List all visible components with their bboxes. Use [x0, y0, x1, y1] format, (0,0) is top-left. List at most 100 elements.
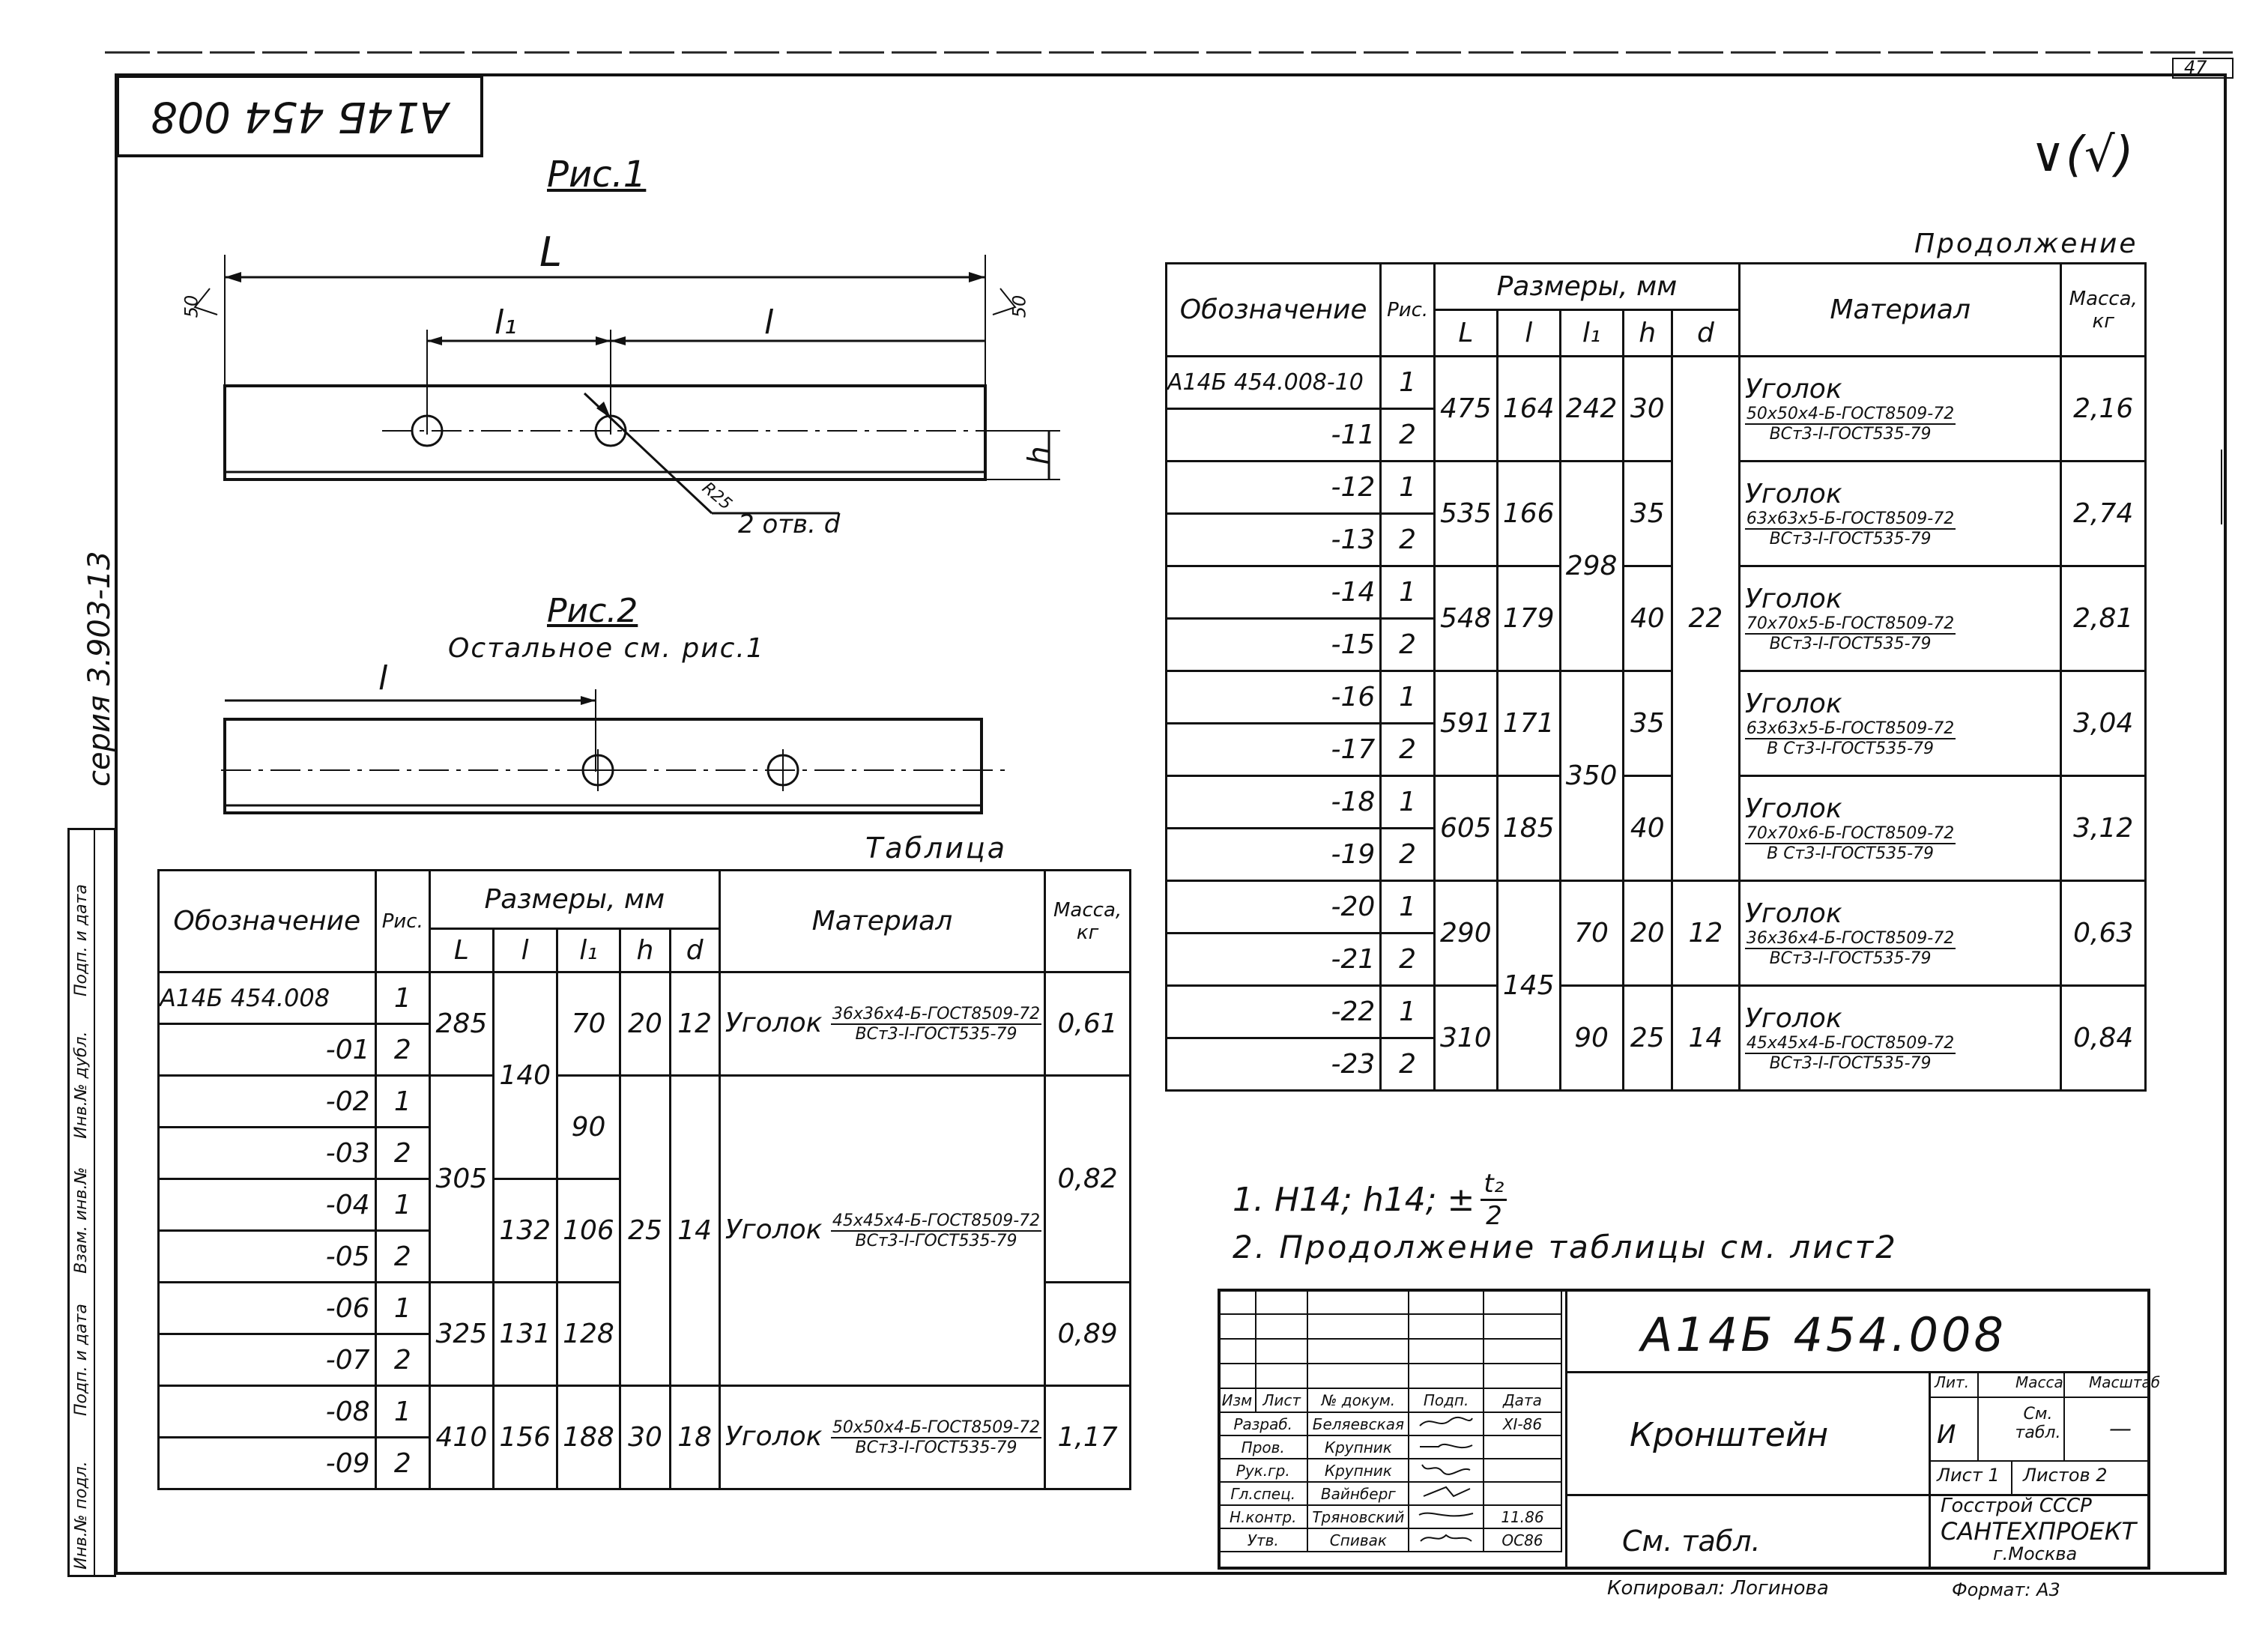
table2-cell-l: 179	[1495, 565, 1561, 672]
tb-col-list: Лист	[1254, 1388, 1309, 1413]
tb-person: Крупник	[1307, 1435, 1410, 1459]
table2-header-L: L	[1433, 309, 1498, 357]
tb-role: Утв.	[1217, 1528, 1309, 1552]
material-prefix: Уголок	[1744, 793, 1842, 824]
material-prefix: Уголок	[725, 1420, 823, 1452]
table2-cell-mass: 3,12	[2060, 775, 2147, 882]
table2-cell-mass: 0,63	[2060, 880, 2147, 987]
table2-cell-mass: 2,81	[2060, 565, 2147, 672]
tb-doc-number: А14Б 454.008	[1641, 1307, 2006, 1362]
table2-cell-l: 185	[1495, 775, 1561, 882]
table2-cell-l: 166	[1495, 460, 1561, 567]
table1-cell-l: 132	[492, 1178, 558, 1283]
table1-cell-L: 285	[428, 971, 495, 1077]
table2-header-material: Материал	[1738, 262, 2063, 357]
table1-cell-d: 12	[668, 971, 721, 1077]
table2-cell-l: 164	[1495, 355, 1561, 462]
table2-cell-h: 35	[1621, 460, 1673, 567]
table1-cell-L: 305	[428, 1074, 495, 1283]
tb-role: Гл.спец.	[1217, 1481, 1309, 1506]
table2-cell-mass: 0,84	[2060, 984, 2147, 1092]
tb-person: Крупник	[1307, 1458, 1410, 1483]
table-row: -16	[1164, 670, 1382, 724]
table1-fig-cell: 2	[374, 1436, 431, 1490]
table2-cell-l: 145	[1495, 880, 1561, 1092]
table-row: А14Б 454.008-10	[1164, 355, 1382, 410]
tb-scale-label: Масштаб	[2089, 1373, 2161, 1391]
material-prefix: Уголок	[725, 1214, 823, 1245]
title-block-signatures: Изм Лист № докум. Подп. Дата Разраб. Бел…	[1217, 1289, 1563, 1552]
tb-person: Беляевская	[1307, 1412, 1410, 1436]
table2-header-l1: l₁	[1558, 309, 1624, 357]
table2-header-l: l	[1495, 309, 1561, 357]
table2-cell-h: 20	[1621, 880, 1673, 987]
table-row: -03	[157, 1126, 377, 1180]
doc-code-stamp: А14Б 454 008	[116, 75, 483, 157]
material-profile: 45x45x4-Б-ГОСТ8509-72	[830, 1211, 1042, 1232]
note-2: 2. Продолжение таблицы см. лист2	[1233, 1229, 1898, 1265]
material-profile: 63x63x5-Б-ГОСТ8509-72	[1744, 719, 1956, 739]
table2-cell-h: 35	[1621, 670, 1673, 777]
table2-cell-h: 40	[1621, 565, 1673, 672]
tb-mass-label: Масса	[2015, 1373, 2063, 1391]
fig2-drawing	[221, 689, 1008, 814]
tb-col-date: Дата	[1482, 1388, 1563, 1413]
table-row: А14Б 454.008	[157, 971, 377, 1025]
left-strip-label-5: Инв.№ подл.	[72, 1461, 91, 1570]
table1-cell-l1: 188	[555, 1385, 622, 1490]
table-row: -02	[157, 1074, 377, 1128]
material-steel: ВСт3-I-ГОСТ535-79	[855, 1231, 1017, 1250]
left-strip-label-4: Подп. и дата	[72, 1304, 91, 1416]
tb-lit-label: Лит.	[1935, 1373, 1970, 1391]
material-steel: ВСт3-I-ГОСТ535-79	[1769, 949, 1932, 968]
table2-header-d: d	[1670, 309, 1741, 357]
material-steel: ВСт3-I-ГОСТ535-79	[855, 1024, 1017, 1044]
table2-cell-d: 14	[1670, 984, 1741, 1092]
table2-cell-L: 605	[1433, 775, 1498, 882]
material-profile: 50x50x4-Б-ГОСТ8509-72	[1744, 405, 1956, 425]
tb-sheet: Лист 1	[1937, 1465, 2000, 1486]
tb-signature	[1408, 1458, 1484, 1483]
material-profile: 50x50x4-Б-ГОСТ8509-72	[830, 1417, 1042, 1438]
table1-header-l: l	[492, 928, 558, 973]
fig1-dim-L: L	[539, 229, 563, 276]
format-label: Формат: А3	[1952, 1579, 2060, 1600]
material-prefix: Уголок	[1744, 1003, 1842, 1034]
table2-fig-cell: 2	[1379, 512, 1436, 567]
tb-role: Разраб.	[1217, 1412, 1309, 1436]
table1-fig-cell: 2	[374, 1229, 431, 1283]
table2-fig-cell: 2	[1379, 408, 1436, 462]
table2-cell-L: 310	[1433, 984, 1498, 1092]
table1-header-designation: Обозначение	[157, 869, 377, 973]
fig1-dim-h: h	[1022, 446, 1057, 465]
tb-date	[1482, 1435, 1563, 1459]
tb-col-sign: Подп.	[1408, 1388, 1484, 1413]
table-row: -11	[1164, 408, 1382, 462]
table1-cell-h: 30	[619, 1385, 671, 1490]
table2-cell-l1: 70	[1558, 880, 1624, 987]
table2-cell-l1: 350	[1558, 670, 1624, 882]
material-profile: 70x70x6-Б-ГОСТ8509-72	[1744, 824, 1956, 844]
tb-signature	[1408, 1481, 1484, 1506]
tb-org-line2: САНТЕХПРОЕКТ	[1941, 1517, 2137, 1546]
material-steel: В Ст3-I-ГОСТ535-79	[1767, 739, 1935, 758]
table2-cell-l: 171	[1495, 670, 1561, 777]
table-row: -06	[157, 1281, 377, 1335]
material-steel: ВСт3-I-ГОСТ535-79	[1769, 1054, 1932, 1073]
table2-cell-l1: 298	[1558, 460, 1624, 672]
tb-date: XI-86	[1482, 1412, 1563, 1436]
table-row: -19	[1164, 827, 1382, 882]
material-prefix: Уголок	[1744, 584, 1842, 614]
tb-mass-value: См. табл.	[2015, 1405, 2061, 1442]
copied-by: Копировал: Логинова	[1607, 1577, 1829, 1600]
table2-fig-cell: 1	[1379, 670, 1436, 724]
table1-cell-mass: 1,17	[1044, 1385, 1131, 1490]
page-number: 47	[2184, 57, 2207, 78]
material-steel: ВСт3-I-ГОСТ535-79	[1769, 635, 1932, 653]
table1-cell-l: 156	[492, 1385, 558, 1490]
table1-header-d: d	[668, 928, 721, 973]
